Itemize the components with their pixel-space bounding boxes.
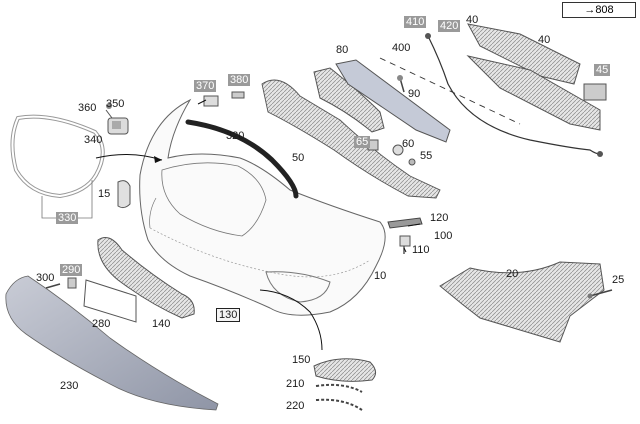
lower-clip-parts — [387, 217, 423, 254]
spoiler-lip-part — [5, 275, 219, 411]
mount-part — [583, 83, 607, 101]
callout-80: 80 — [336, 44, 349, 56]
upper-absorber-part — [466, 23, 601, 131]
plate-screws-part — [45, 277, 77, 289]
callout-40-top: 40 — [466, 14, 479, 26]
callout-60: 60 — [402, 138, 415, 150]
callout-15: 15 — [98, 188, 111, 200]
clip-part — [117, 180, 131, 209]
callout-320: 320 — [226, 130, 245, 142]
license-bracket-part — [83, 279, 137, 323]
callout-150: 150 — [292, 354, 311, 366]
callout-100: 100 — [434, 230, 453, 242]
cross-member-part — [261, 79, 441, 199]
callout-380: 380 — [228, 74, 251, 86]
callout-420: 420 — [438, 20, 461, 32]
callout-40-right: 40 — [538, 34, 551, 46]
callout-140: 140 — [152, 318, 171, 330]
absorber-part — [313, 59, 451, 143]
callout-370: 370 — [194, 80, 217, 92]
lower-grille-part — [97, 237, 195, 319]
bracket-screw-part — [587, 289, 613, 299]
callout-300: 300 — [36, 272, 55, 284]
callout-10: 10 — [374, 270, 387, 282]
callout-20: 20 — [506, 268, 519, 280]
callout-50: 50 — [292, 152, 305, 164]
callout-55: 55 — [420, 150, 433, 162]
callout-360: 360 — [78, 102, 97, 114]
callout-25: 25 — [612, 274, 625, 286]
callout-330: 330 — [56, 212, 79, 224]
small-bracket-part — [203, 91, 245, 107]
callout-350: 350 — [106, 98, 125, 110]
callout-410: 410 — [404, 16, 427, 28]
fog-grille-part — [313, 358, 376, 411]
callout-280: 280 — [92, 318, 111, 330]
callout-130: 130 — [216, 308, 241, 322]
side-bracket-part — [439, 261, 605, 343]
callout-290: 290 — [60, 264, 83, 276]
reference-box[interactable]: →808 — [562, 2, 636, 18]
callout-120: 120 — [430, 212, 449, 224]
sensor-bracket-part — [105, 103, 129, 135]
callout-45: 45 — [594, 64, 611, 76]
grille-surround-part — [10, 114, 105, 219]
bumper-cover-part — [139, 98, 386, 316]
seal-strip-part — [185, 119, 299, 199]
callout-110: 110 — [412, 244, 430, 256]
callout-65: 65 — [354, 136, 371, 148]
leader-arrow — [154, 156, 162, 163]
screw-part — [397, 75, 405, 93]
callout-400: 400 — [392, 42, 411, 54]
callout-220: 220 — [286, 400, 305, 412]
callout-90: 90 — [408, 88, 421, 100]
callout-210: 210 — [286, 378, 305, 390]
callout-340: 340 — [84, 134, 103, 146]
wiring-harness-part — [379, 33, 603, 157]
callout-230: 230 — [60, 380, 79, 392]
